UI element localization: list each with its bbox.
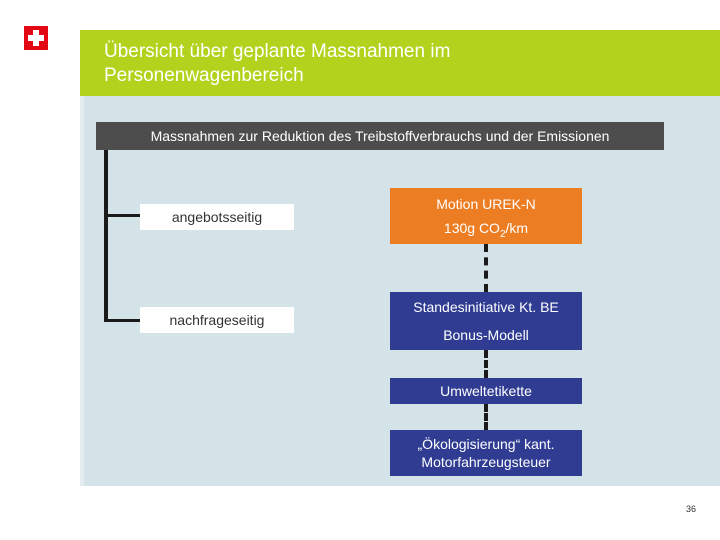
tree-branch-bottom <box>104 319 140 322</box>
swiss-cross-icon <box>24 26 48 50</box>
title-bar <box>80 30 720 96</box>
oekologisierung-line2: Motorfahrzeugsteuer <box>421 454 551 470</box>
node-standesinitiative: Standesinitiative Kt. BE Bonus-Modell <box>390 292 582 350</box>
co2-prefix: 130g CO <box>443 220 500 236</box>
panel-edge <box>80 96 86 486</box>
motion-co2-target: 130g CO2/km <box>390 219 582 244</box>
motion-title: Motion UREK-N <box>436 196 536 212</box>
dashed-connector-2 <box>484 350 488 378</box>
diagram-header: Massnahmen zur Reduktion des Treibstoffv… <box>96 122 664 150</box>
page-title-line1: Übersicht über geplante Massnahmen im <box>104 41 451 62</box>
node-motion-urek-n: Motion UREK-N 130g CO2/km <box>390 188 582 244</box>
dashed-connector-1 <box>484 244 488 292</box>
page-title-line2: Personenwagenbereich <box>104 65 304 86</box>
page-title: Übersicht über geplante Massnahmen im Pe… <box>104 40 684 88</box>
tree-vertical-line <box>104 150 108 322</box>
node-umweltetikette: Umweltetikette <box>390 378 582 404</box>
node-nachfrageseitig: nachfrageseitig <box>140 307 294 333</box>
node-angebotsseitig: angebotsseitig <box>140 204 294 230</box>
standesinitiative-model: Bonus-Modell <box>443 327 529 343</box>
tree-branch-top <box>104 214 140 217</box>
node-oekologisierung: „Ökologisierung“ kant. Motorfahrzeugsteu… <box>390 430 582 476</box>
dashed-connector-3 <box>484 404 488 430</box>
content-panel <box>84 96 720 486</box>
standesinitiative-title: Standesinitiative Kt. BE <box>413 299 559 315</box>
co2-subscript: 2 <box>499 228 506 240</box>
oekologisierung-line1: „Ökologisierung“ kant. <box>417 436 555 452</box>
co2-suffix: /km <box>505 220 529 236</box>
page-number: 36 <box>685 504 696 514</box>
